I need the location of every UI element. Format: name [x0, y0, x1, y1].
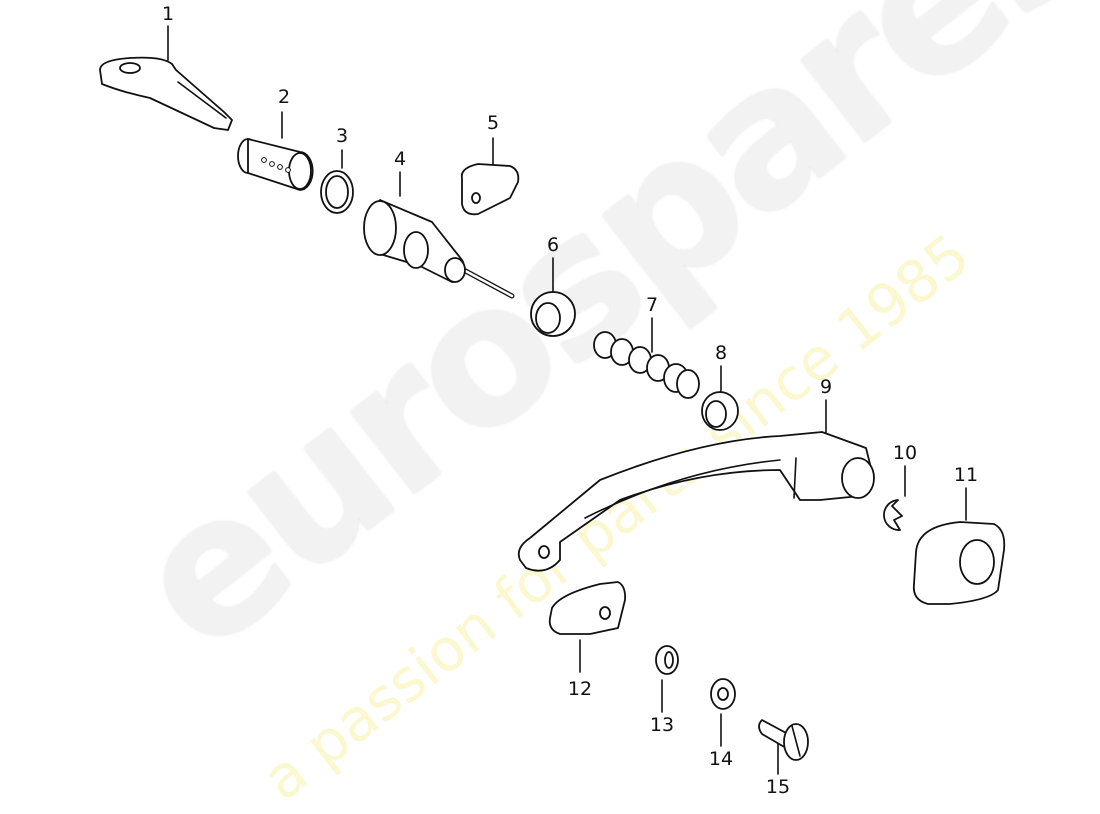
coil-spring-icon[interactable] — [593, 331, 700, 399]
pull-handle-icon[interactable] — [517, 431, 875, 572]
callout-2: 2 — [277, 86, 291, 108]
callout-12: 12 — [567, 678, 593, 700]
leader-lines — [167, 25, 967, 775]
callout-11: 11 — [953, 464, 979, 486]
seal-ring-icon[interactable] — [530, 291, 576, 337]
callout-1: 1 — [161, 3, 175, 25]
callout-15: 15 — [765, 776, 791, 798]
escutcheon-icon[interactable] — [912, 521, 1006, 605]
key-icon[interactable] — [99, 56, 233, 131]
callout-5: 5 — [486, 112, 500, 134]
callout-14: 14 — [708, 748, 734, 770]
flat-plate-icon[interactable] — [460, 163, 520, 216]
flat-washer-icon[interactable] — [710, 678, 736, 710]
callout-10: 10 — [892, 442, 918, 464]
washer-ring-icon[interactable] — [701, 391, 739, 431]
end-pad-icon[interactable] — [548, 581, 627, 635]
circlip-ring-icon[interactable] — [320, 170, 354, 214]
callout-3: 3 — [335, 125, 349, 147]
callout-9: 9 — [819, 376, 833, 398]
e-clip-icon[interactable] — [883, 499, 903, 531]
callout-13: 13 — [649, 714, 675, 736]
callout-7: 7 — [645, 294, 659, 316]
slotted-screw-icon[interactable] — [758, 719, 809, 761]
callout-6: 6 — [546, 234, 560, 256]
lock-housing-icon[interactable] — [363, 199, 515, 299]
callout-8: 8 — [714, 342, 728, 364]
callout-4: 4 — [393, 148, 407, 170]
small-washer-icon[interactable] — [655, 645, 679, 675]
lock-cylinder-icon[interactable] — [237, 138, 314, 191]
